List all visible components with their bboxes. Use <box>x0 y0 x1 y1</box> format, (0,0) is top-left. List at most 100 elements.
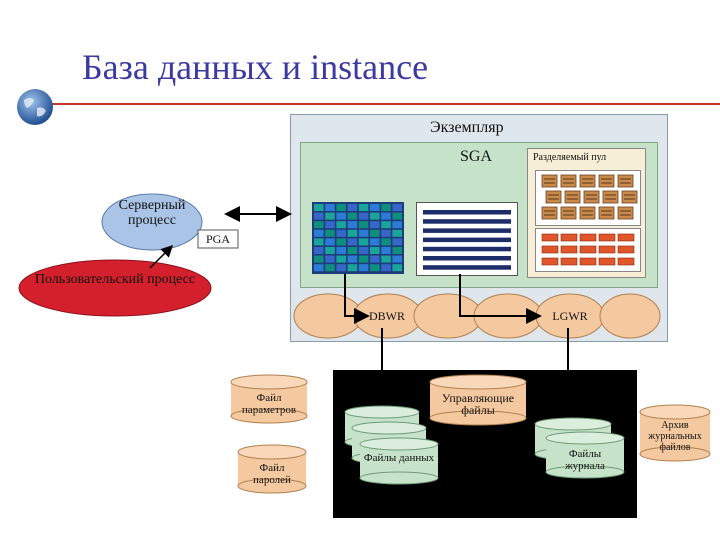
buffer-block <box>336 229 346 237</box>
buffer-block <box>381 238 391 246</box>
redo-entry <box>423 210 511 215</box>
control-files-label: Управляющие файлы <box>441 391 515 417</box>
buffer-block <box>381 247 391 254</box>
sga-label: SGA <box>460 148 493 165</box>
dictionary-cache-block <box>617 245 635 254</box>
buffer-block <box>381 264 391 272</box>
buffer-block <box>325 247 335 254</box>
server-process <box>101 193 203 251</box>
redo-entry <box>423 246 511 252</box>
database-buffer-cache <box>312 202 404 274</box>
page-title: База данных и instance <box>82 47 429 87</box>
buffer-block <box>325 264 335 272</box>
buffer-block <box>392 229 402 237</box>
library-cache-block <box>579 174 596 188</box>
buffer-block <box>325 229 335 237</box>
buffer-block <box>381 255 391 263</box>
library-cache-block <box>598 206 615 220</box>
buffer-block <box>314 221 324 229</box>
buffer-block <box>358 204 369 211</box>
dictionary-cache-block <box>541 245 559 254</box>
buffer-block <box>336 255 346 263</box>
password-file-label: Файл паролей <box>253 462 291 486</box>
buffer-block <box>347 238 358 246</box>
user-process <box>18 259 212 317</box>
globe-icon <box>16 88 54 126</box>
buffer-block <box>336 238 346 246</box>
dictionary-cache-block <box>579 233 597 242</box>
buffer-block <box>336 221 346 229</box>
buffer-block <box>336 204 346 211</box>
password-file-cylinder <box>237 444 307 494</box>
buffer-block <box>381 204 391 211</box>
library-cache <box>535 170 641 226</box>
redo-log-buffer <box>416 202 518 276</box>
dictionary-cache-block <box>579 245 597 254</box>
library-cache-block <box>560 206 577 220</box>
buffer-block <box>325 255 335 263</box>
dictionary-cache-block <box>598 245 616 254</box>
buffer-block <box>325 212 335 220</box>
data-dictionary-cache <box>535 228 641 272</box>
pga-box <box>197 229 239 249</box>
buffer-block <box>392 238 402 246</box>
buffer-block <box>314 264 324 272</box>
buffer-block <box>336 247 346 254</box>
buffer-block <box>314 255 324 263</box>
buffer-block <box>314 212 324 220</box>
buffer-block <box>347 204 358 211</box>
buffer-block <box>325 221 335 229</box>
control-files-cylinder <box>429 374 527 426</box>
library-cache-block <box>621 190 638 204</box>
title-underline <box>40 103 720 105</box>
buffer-block <box>392 212 402 220</box>
buffer-block <box>314 238 324 246</box>
shared-pool-label: Разделяемый пул <box>533 152 607 163</box>
redo-entry <box>423 237 511 243</box>
buffer-block <box>370 221 380 229</box>
library-cache-block <box>545 190 562 204</box>
buffer-block <box>358 238 369 246</box>
buffer-block <box>370 204 380 211</box>
buffer-block <box>392 255 402 263</box>
buffer-block <box>358 229 369 237</box>
buffer-block <box>314 247 324 254</box>
dictionary-cache-block <box>617 233 635 242</box>
buffer-block <box>347 247 358 254</box>
library-cache-block <box>541 206 558 220</box>
dictionary-cache-block <box>598 233 616 242</box>
dictionary-cache-block <box>598 257 616 266</box>
library-cache-block <box>560 174 577 188</box>
dictionary-cache-block <box>541 233 559 242</box>
user-to-server-arrow <box>149 244 174 269</box>
buffer-block <box>392 247 402 254</box>
buffer-block <box>314 204 324 211</box>
redo-entry <box>423 219 511 224</box>
buffer-block <box>358 255 369 263</box>
library-cache-block <box>617 206 634 220</box>
library-cache-block <box>583 190 600 204</box>
dictionary-cache-block <box>560 257 578 266</box>
dictionary-cache-block <box>579 257 597 266</box>
redo-log-files-label: Файлы журнала <box>565 448 605 472</box>
parameter-file-cylinder <box>230 374 308 424</box>
buffer-block <box>358 247 369 254</box>
buffer-block <box>347 221 358 229</box>
archive-log-files-label: Архив журнальных файлов <box>648 420 702 453</box>
dictionary-cache-block <box>560 233 578 242</box>
redo-entry <box>423 256 511 261</box>
dbwr-label: DBWR <box>369 309 405 323</box>
data-files-stack <box>344 405 439 485</box>
redo-to-lgwr-connector <box>459 274 542 324</box>
dictionary-cache-block <box>617 257 635 266</box>
library-cache-block <box>564 190 581 204</box>
buffer-block <box>347 255 358 263</box>
library-cache-block <box>617 174 634 188</box>
buffer-block <box>336 264 346 272</box>
lgwr-label: LGWR <box>552 309 588 323</box>
buffer-to-dbwr-connector <box>344 274 370 324</box>
buffer-block <box>314 229 324 237</box>
buffer-block <box>381 229 391 237</box>
parameter-file-label: Файл параметров <box>241 392 297 416</box>
